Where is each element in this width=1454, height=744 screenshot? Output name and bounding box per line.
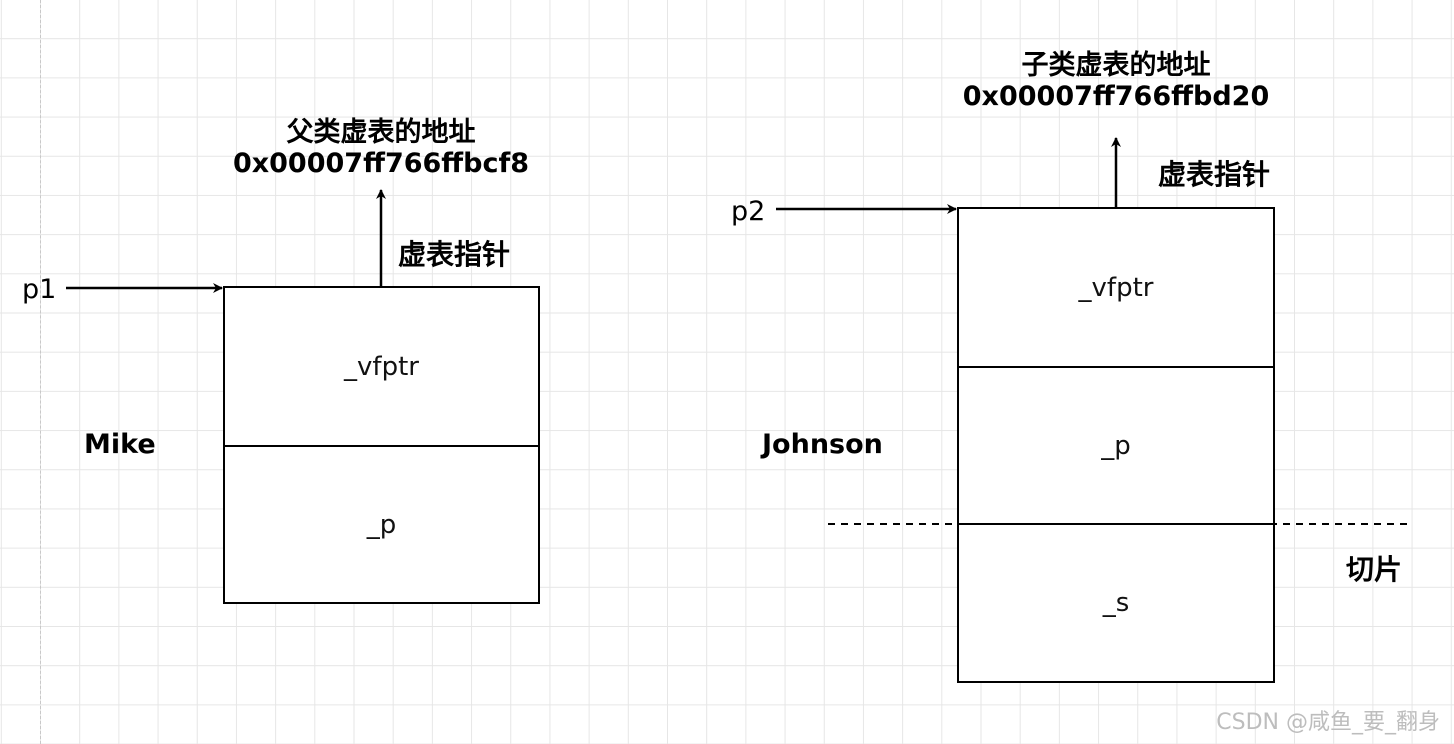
- canvas-guide-line: [40, 0, 41, 744]
- p1-label: p1: [22, 274, 57, 305]
- right-vtable-address: 0x00007ff766ffbd20: [962, 81, 1270, 112]
- field-vfptr: _vfptr: [1078, 272, 1154, 303]
- johnson-object-box: _vfptr _p _s: [957, 207, 1275, 683]
- mike-object-box: _vfptr _p: [223, 286, 540, 604]
- right-arrow-caption: 虚表指针: [1158, 158, 1271, 191]
- slice-label: 切片: [1346, 553, 1403, 586]
- johnson-label: Johnson: [762, 429, 883, 460]
- mike-label: Mike: [84, 429, 156, 460]
- left-arrow-caption: 虚表指针: [398, 238, 511, 271]
- field-s: _s: [959, 523, 1273, 681]
- field-vfptr: _vfptr: [344, 351, 419, 382]
- field-p: _p: [225, 445, 538, 602]
- right-vtable-title: 子类虚表的地址: [1021, 50, 1211, 81]
- left-vtable-address: 0x00007ff766ffbcf8: [232, 148, 530, 179]
- watermark: CSDN @咸鱼_要_翻身: [1216, 710, 1440, 735]
- left-vtable-title: 父类虚表的地址: [286, 117, 476, 148]
- p2-label: p2: [731, 196, 766, 227]
- field-p: _p: [959, 366, 1273, 523]
